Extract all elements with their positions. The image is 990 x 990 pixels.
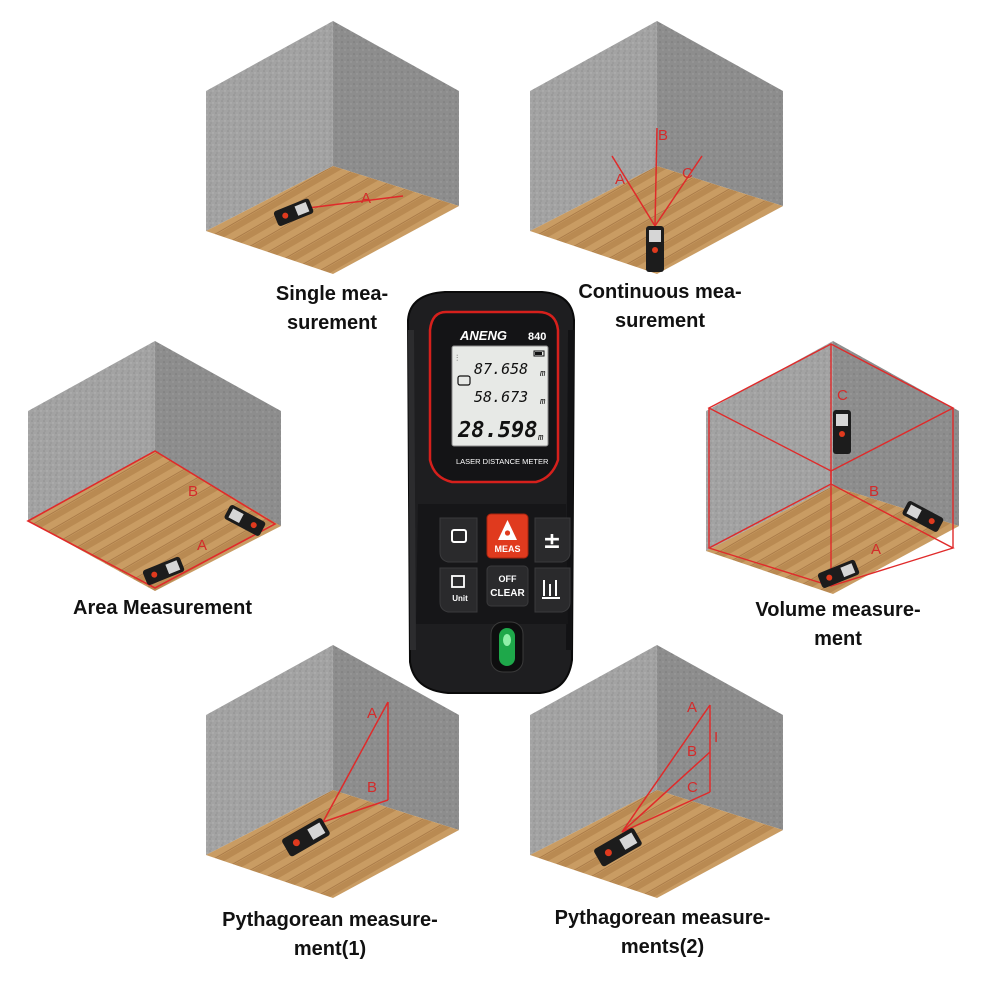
caption-single: Single mea- surement: [275, 283, 389, 334]
label-b: B: [367, 779, 377, 796]
scene-pythagorean-2: A B C I: [530, 645, 783, 898]
scene-single-measurement: A: [206, 21, 459, 274]
mini-meter: [273, 198, 314, 226]
unit-icon: [451, 575, 465, 588]
unit-line-2: m: [539, 397, 546, 407]
scene-area-measurement: A B: [26, 341, 281, 591]
mini-meter: [142, 556, 185, 585]
label-c: C: [682, 165, 693, 182]
scene-pythagorean-1: A B: [206, 645, 459, 898]
mini-meter: [902, 501, 944, 532]
clear-label: CLEAR: [490, 588, 525, 599]
label-b: B: [658, 127, 668, 144]
plus-minus-button[interactable]: ±: [534, 517, 571, 563]
label-a: A: [687, 699, 697, 716]
history-icon: [542, 580, 560, 599]
mini-meter: [282, 818, 330, 857]
label-i: I: [714, 729, 718, 746]
history-button[interactable]: [534, 567, 571, 613]
label-a: A: [871, 541, 881, 558]
meas-label: MEAS: [494, 544, 520, 554]
scene-volume-measurement: A B C: [706, 341, 959, 594]
label-a: A: [615, 171, 625, 188]
caption-volume: Volume measure- ment: [755, 599, 921, 650]
area-icon: [451, 529, 467, 543]
battery-icon: [533, 350, 545, 357]
label-a: A: [197, 537, 207, 554]
unit-label: Unit: [452, 594, 468, 603]
unit-button[interactable]: Unit: [439, 567, 478, 613]
mini-meter: [817, 559, 860, 588]
mini-meter: [833, 410, 851, 454]
label-c: C: [837, 387, 848, 404]
unit-line-3: m: [537, 433, 544, 443]
label-a: A: [367, 705, 377, 722]
off-label: OFF: [499, 574, 517, 584]
model-number: 840: [528, 331, 546, 343]
lcd-screen: [451, 345, 549, 447]
off-clear-button[interactable]: OFF CLEAR: [486, 565, 529, 607]
meas-button[interactable]: MEAS: [486, 513, 529, 559]
caption-area: Area Measurement: [73, 597, 252, 619]
reading-line-1: 87.658: [474, 360, 528, 378]
mini-meter: [646, 226, 664, 272]
mini-meter: [224, 505, 266, 536]
area-mode-icon: [457, 375, 471, 386]
unit-line-1: m: [539, 369, 546, 379]
panel-label: LASER DISTANCE METER: [456, 457, 549, 466]
caption-pyth1: Pythagorean measure- ment(1): [222, 909, 438, 960]
label-a: A: [361, 190, 371, 207]
label-b: B: [869, 483, 879, 500]
plus-minus-icon: ±: [543, 529, 561, 554]
mini-meter: [594, 828, 642, 867]
area-button[interactable]: [439, 517, 478, 563]
label-b: B: [188, 483, 198, 500]
brand-logo: ANENG: [459, 328, 507, 343]
caption-continuous: Continuous mea- surement: [578, 281, 742, 332]
label-c: C: [687, 779, 698, 796]
lcd-icon-laser: ⫶: [456, 353, 458, 364]
scene-continuous-measurement: A B C: [530, 21, 783, 274]
reading-line-2: 58.673: [474, 388, 528, 406]
bubble-level: [490, 621, 524, 673]
reading-line-3: 28.598: [457, 418, 537, 443]
laser-triangle-icon: [498, 520, 517, 540]
caption-pyth2: Pythagorean measure- ments(2): [554, 907, 771, 958]
label-b: B: [687, 743, 697, 760]
